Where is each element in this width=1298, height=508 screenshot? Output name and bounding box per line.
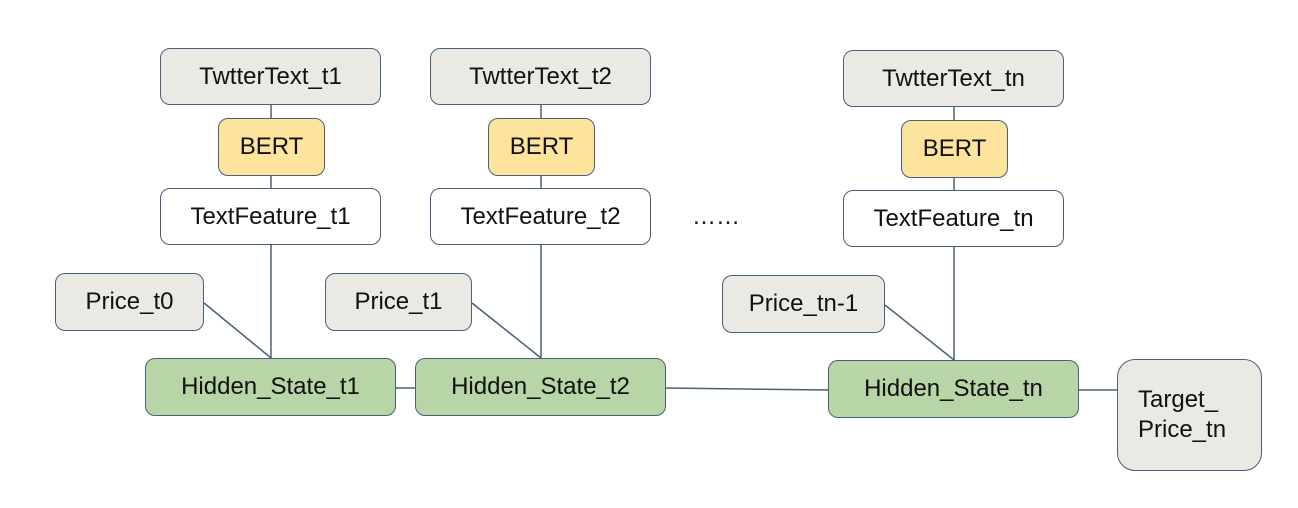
ellipsis: …… [692,203,740,230]
text-feature-node-t2: TextFeature_t2 [430,188,651,245]
bert-node-t1: BERT [218,118,325,176]
hidden-state-label: Hidden_State_tn [864,375,1043,402]
hidden-state-node-t2: Hidden_State_t2 [415,358,666,416]
edge-hidden2-hiddenn [664,387,829,391]
twitter-text-node-t2: TwtterText_t2 [430,48,651,105]
price-label: Price_t1 [354,288,443,315]
twitter-text-label: TwtterText_tn [882,64,1025,92]
text-feature-node-tn: TextFeature_tn [843,190,1064,247]
hidden-state-node-t1: Hidden_State_t1 [145,358,396,416]
twitter-text-label: TwtterText_t2 [469,62,612,90]
twitter-text-label: TwtterText_t1 [199,62,342,90]
twitter-text-node-tn: TwtterText_tn [843,50,1064,107]
edge-pricen-hiddenn [884,304,955,361]
target-label-line2: Price_tn [1138,416,1227,443]
price-node-t0: Price_t0 [55,273,204,331]
price-node-tn-1: Price_tn-1 [722,275,885,333]
hidden-state-label: Hidden_State_t1 [181,373,360,400]
text-feature-label: TextFeature_tn [873,204,1034,232]
text-feature-label: TextFeature_t2 [460,202,621,230]
bert-node-t2: BERT [488,118,595,176]
target-price-node: Target_ Price_tn [1117,359,1262,471]
target-label: Target_ Price_tn [1138,385,1226,445]
edge-price1-hidden2 [471,302,542,359]
bert-label: BERT [922,135,987,162]
bert-label: BERT [239,133,304,160]
text-feature-node-t1: TextFeature_t1 [160,188,381,245]
bert-label: BERT [509,133,574,160]
price-node-t1: Price_t1 [325,273,472,331]
price-label: Price_tn-1 [748,290,859,317]
edge-price0-hidden1 [203,302,272,359]
target-label-line1: Target_ [1138,386,1219,413]
price-label: Price_t0 [85,288,174,315]
hidden-state-node-tn: Hidden_State_tn [828,360,1079,418]
twitter-text-node-t1: TwtterText_t1 [160,48,381,105]
hidden-state-label: Hidden_State_t2 [451,373,630,400]
text-feature-label: TextFeature_t1 [190,202,351,230]
bert-node-tn: BERT [901,120,1008,178]
